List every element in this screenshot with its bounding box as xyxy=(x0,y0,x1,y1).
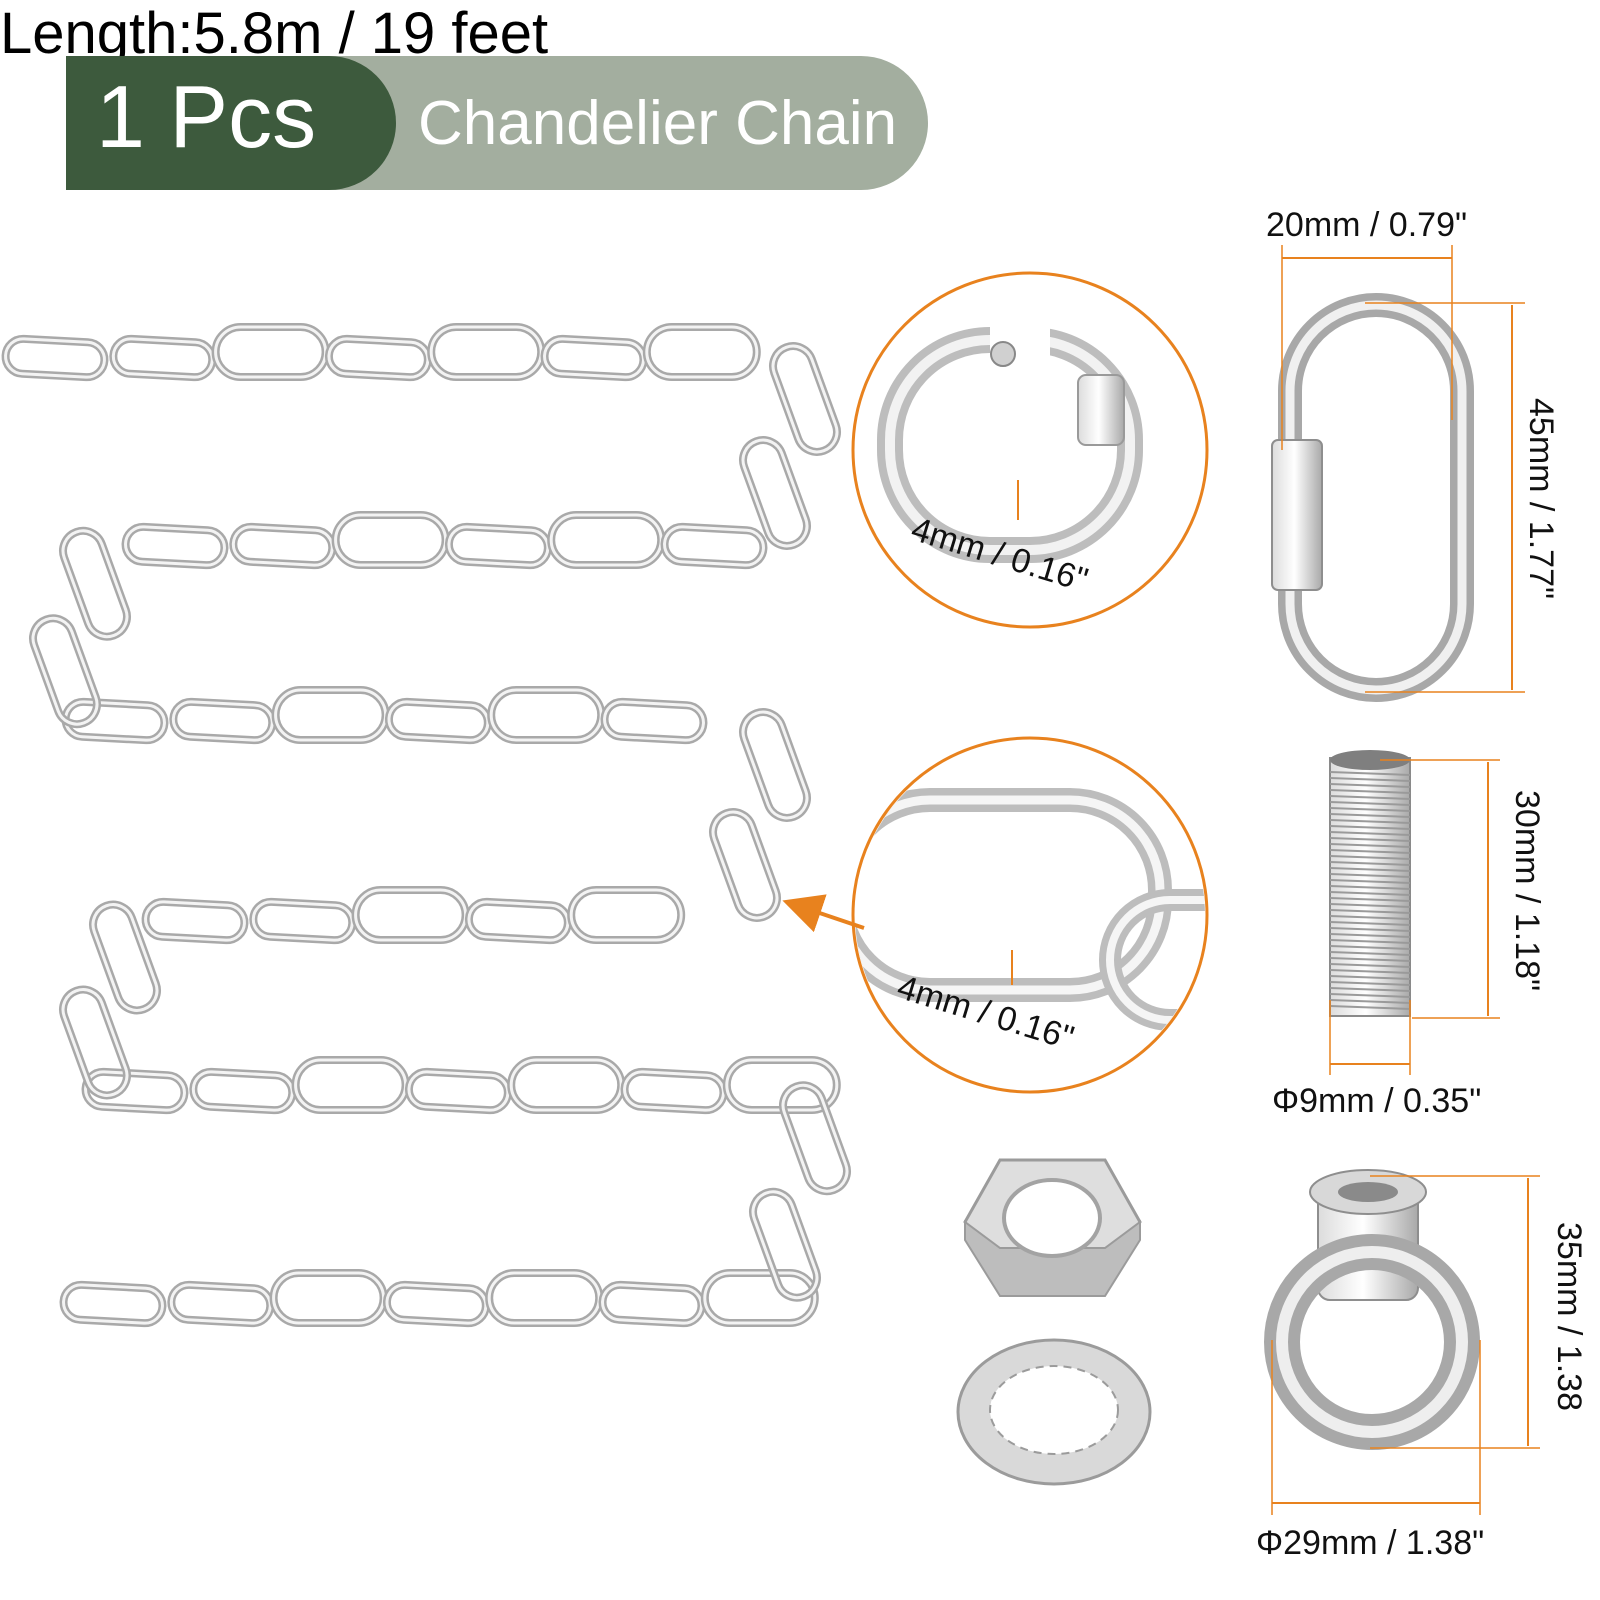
chain-link xyxy=(779,1081,851,1196)
hex-nut-icon xyxy=(963,1158,1142,1297)
chain-link xyxy=(749,1187,821,1302)
chain-link xyxy=(121,522,229,570)
chain-icon xyxy=(1,323,851,1328)
quantity-label: 1 Pcs xyxy=(96,67,317,166)
chain-link xyxy=(620,1067,728,1115)
quick-link-height-label: 45mm / 1.77" xyxy=(1522,398,1560,600)
quick-link-width-label: 20mm / 0.79" xyxy=(1266,206,1468,244)
lifting-ring-icon xyxy=(1264,1169,1540,1515)
chain-link xyxy=(141,897,249,945)
banner-quantity-badge xyxy=(66,56,396,190)
chain-link xyxy=(642,323,761,381)
chain-link xyxy=(660,522,768,570)
chain-link xyxy=(351,886,470,944)
chain-link xyxy=(189,1067,297,1115)
chain-link xyxy=(59,985,131,1100)
chain-length-label: Length:5.8m / 19 feet xyxy=(0,1,549,66)
chain-link xyxy=(540,334,648,382)
chain-link xyxy=(739,436,811,550)
chain-link xyxy=(324,334,432,382)
lock-washer-icon xyxy=(956,1338,1152,1486)
nipple-length-label: 30mm / 1.18" xyxy=(1508,790,1546,992)
chain-link xyxy=(271,686,390,744)
chain-link xyxy=(567,886,686,944)
chain-link xyxy=(404,1067,512,1115)
chain-link xyxy=(769,342,841,456)
chain-link xyxy=(739,708,811,822)
chain-link xyxy=(169,697,277,745)
chain-link xyxy=(249,897,357,945)
chain-link xyxy=(229,522,337,570)
chain-link xyxy=(59,526,131,641)
chain-link xyxy=(29,614,101,729)
chain-link xyxy=(291,1056,410,1114)
chain-link xyxy=(1,334,109,382)
chain-link xyxy=(269,1269,388,1327)
chain-link xyxy=(59,1280,167,1328)
product-title: Chandelier Chain xyxy=(418,89,898,158)
chain-link xyxy=(600,697,708,745)
threaded-nipple-icon xyxy=(1329,750,1500,1075)
chain-link xyxy=(167,1280,275,1328)
chain-link xyxy=(700,1269,819,1327)
chain-link xyxy=(81,1067,189,1115)
chain-link xyxy=(598,1280,706,1328)
chain-link xyxy=(331,511,450,569)
chain-link xyxy=(444,522,552,570)
chain-link xyxy=(485,1269,604,1327)
chain-link xyxy=(507,1056,626,1114)
chain-link xyxy=(487,686,606,744)
chain-link xyxy=(384,697,492,745)
chain-wire-detail-magnifier xyxy=(782,736,1209,1094)
ring-diameter-label: Φ29mm / 1.38" xyxy=(1256,1524,1485,1562)
chain-link xyxy=(709,808,781,922)
chain-link xyxy=(382,1280,490,1328)
chain-link xyxy=(464,897,572,945)
nipple-diameter-label: Φ9mm / 0.35" xyxy=(1272,1082,1482,1120)
ring-height-label: 35mm / 1.38 xyxy=(1550,1222,1588,1411)
chain-link xyxy=(427,323,546,381)
quick-link-detail-magnifier xyxy=(851,271,1209,629)
chain-link xyxy=(211,323,330,381)
quick-link-icon xyxy=(1271,245,1525,702)
chain-link xyxy=(547,511,666,569)
chain-link xyxy=(89,900,161,1015)
chain-link xyxy=(109,334,217,382)
